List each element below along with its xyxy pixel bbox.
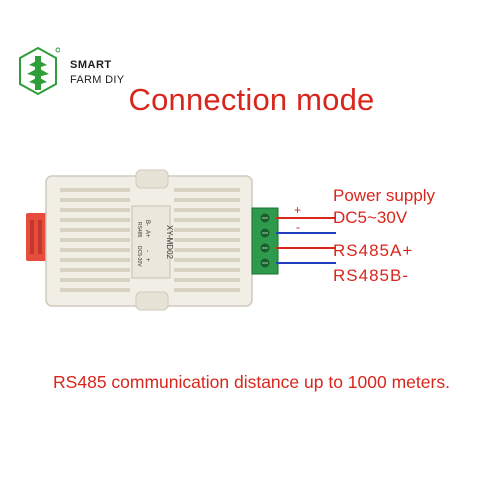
- power-supply-label: Power supply: [333, 186, 436, 205]
- smart-farm-logo-icon: [19, 46, 60, 96]
- voltage-note: DC5-30V: [136, 246, 142, 267]
- terminal-label-minus: -: [144, 250, 150, 252]
- rs485b-label: RS485B-: [333, 266, 409, 285]
- brand: SMART FARM DIY: [16, 46, 156, 106]
- connection-labels: Power supply DC5~30V RS485A+ RS485B-: [333, 186, 498, 296]
- page-title: Connection mode: [128, 82, 375, 117]
- plus-sign: +: [294, 203, 301, 217]
- voltage-label: DC5~30V: [333, 208, 408, 227]
- terminal-sub: RS485: [136, 222, 142, 238]
- distance-note: RS485 communication distance up to 1000 …: [53, 372, 450, 392]
- sensor-module-image: XY-MD02 B- A+ - + DC5-30V RS485: [26, 169, 279, 311]
- terminal-label-a: A+: [144, 230, 150, 238]
- rs485a-label: RS485A+: [333, 241, 414, 260]
- wiring-lines: + -: [276, 203, 336, 264]
- model-label: XY-MD02: [165, 225, 174, 259]
- minus-sign: -: [296, 220, 300, 234]
- terminal-label-b: B-: [144, 220, 150, 226]
- brand-name-line2: FARM DIY: [70, 74, 125, 86]
- terminal-label-plus: +: [144, 258, 150, 262]
- brand-name-line1: SMART: [70, 59, 112, 71]
